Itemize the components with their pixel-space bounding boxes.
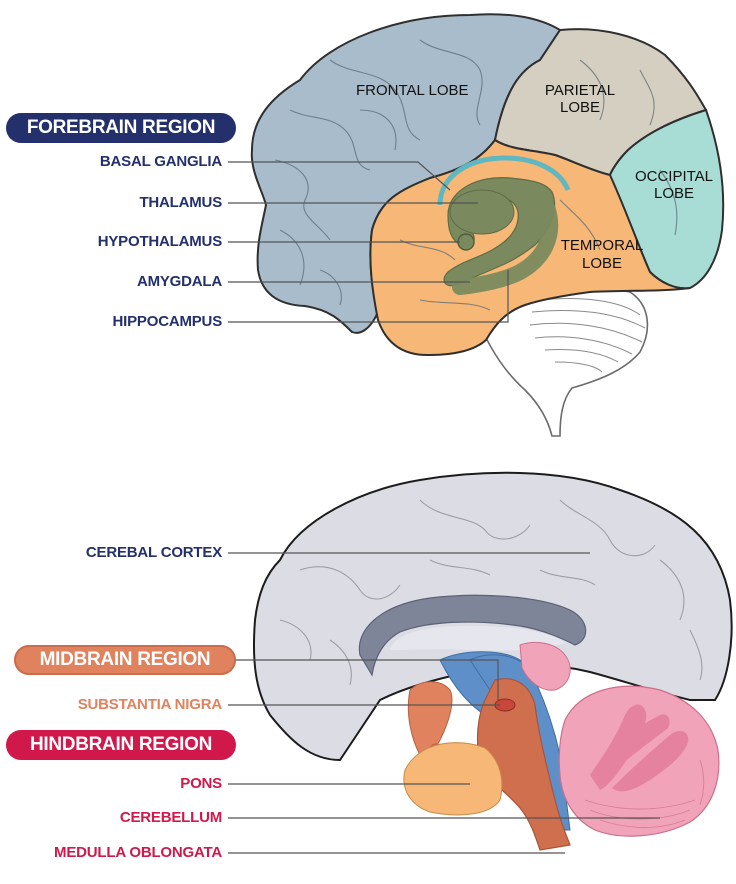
hindbrain-region-badge: HINDBRAIN REGION — [6, 730, 236, 760]
forebrain-region-badge: FOREBRAIN REGION — [6, 113, 236, 143]
occipital-lobe-label-line1: OCCIPITAL — [635, 168, 713, 185]
substantia-nigra-label: SUBSTANTIA NIGRA — [78, 696, 222, 713]
pons-yellow — [404, 743, 502, 815]
occipital-lobe-label-line2: LOBE — [654, 185, 694, 202]
thalamus-shape — [450, 190, 514, 234]
temporal-lobe-label-line2: LOBE — [582, 255, 622, 272]
hypothalamus-label: HYPOTHALAMUS — [98, 233, 222, 250]
amygdala-label: AMYGDALA — [137, 273, 222, 290]
frontal-lobe-label: FRONTAL LOBE — [356, 82, 469, 99]
parietal-lobe-label-line1: PARIETAL — [545, 82, 615, 99]
midbrain-region-badge: MIDBRAIN REGION — [14, 645, 236, 675]
sagittal-brain — [254, 473, 732, 850]
medulla-oblongata-label: MEDULLA OBLONGATA — [54, 844, 222, 861]
cerebral-cortex-label: CEREBAL CORTEX — [86, 544, 222, 561]
lateral-brain — [252, 14, 723, 436]
hippocampus-label: HIPPOCAMPUS — [113, 313, 222, 330]
cerebellum-label: CEREBELLUM — [120, 809, 222, 826]
hypothalamus-shape — [458, 234, 474, 250]
parietal-lobe-label-line2: LOBE — [560, 99, 600, 116]
pons-label: PONS — [180, 775, 222, 792]
thalamus-label: THALAMUS — [139, 194, 222, 211]
temporal-lobe-label-line1: TEMPORAL — [561, 237, 644, 254]
basal-ganglia-label: BASAL GANGLIA — [100, 153, 222, 170]
